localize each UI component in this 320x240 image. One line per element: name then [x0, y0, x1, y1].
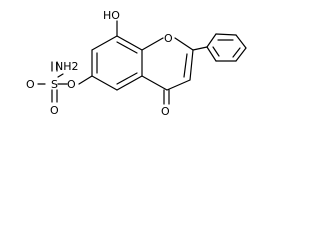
bond-ph-4	[235, 47, 247, 62]
bond-c7-c8	[116, 35, 143, 51]
bond-c3-c4	[166, 79, 191, 91]
bond-ph-6	[206, 46, 217, 62]
bond-o1-c2	[174, 37, 194, 51]
bond-c2-c3-inner	[183, 53, 188, 78]
ester-oxygen-label: O	[67, 78, 76, 91]
bond-c8a-o1	[141, 37, 164, 51]
sulfonyl-oxygen-bottom-label: O	[50, 104, 59, 117]
bond-s-n	[57, 73, 64, 78]
bond-c5-o-ester	[78, 75, 93, 85]
bond-ph-1	[206, 33, 217, 48]
sulfur-label: S	[51, 78, 58, 91]
bond-c2-c3	[189, 49, 194, 81]
amine-label: NH2	[55, 60, 79, 73]
bond-ph-6-inner	[212, 46, 220, 57]
bond-c7-c8-inner	[116, 41, 138, 54]
bond-c4a-c5	[91, 75, 118, 91]
bond-ph-4-inner	[232, 47, 241, 58]
carbonyl-oxygen-label: O	[161, 105, 170, 118]
bond-ph-2	[215, 33, 237, 36]
bond-c2-phenyl	[192, 46, 208, 51]
bond-c8a-c4a-inner	[116, 72, 138, 85]
bond-c8a-c4a	[116, 75, 143, 91]
hydroxyl-label: HO	[103, 9, 120, 22]
bond-c6-c7	[91, 35, 118, 51]
bond-lines	[37, 20, 247, 105]
ring-oxygen-label: O	[164, 32, 173, 45]
bond-c4-c4a	[141, 75, 168, 91]
chemical-structure-diagram: HO O O O S O O NH2	[26, 9, 247, 118]
bond-ph-3	[235, 34, 247, 49]
atom-labels: HO O O O S O O NH2	[26, 9, 173, 118]
sulfonyl-oxygen-top-label: O	[26, 78, 35, 91]
